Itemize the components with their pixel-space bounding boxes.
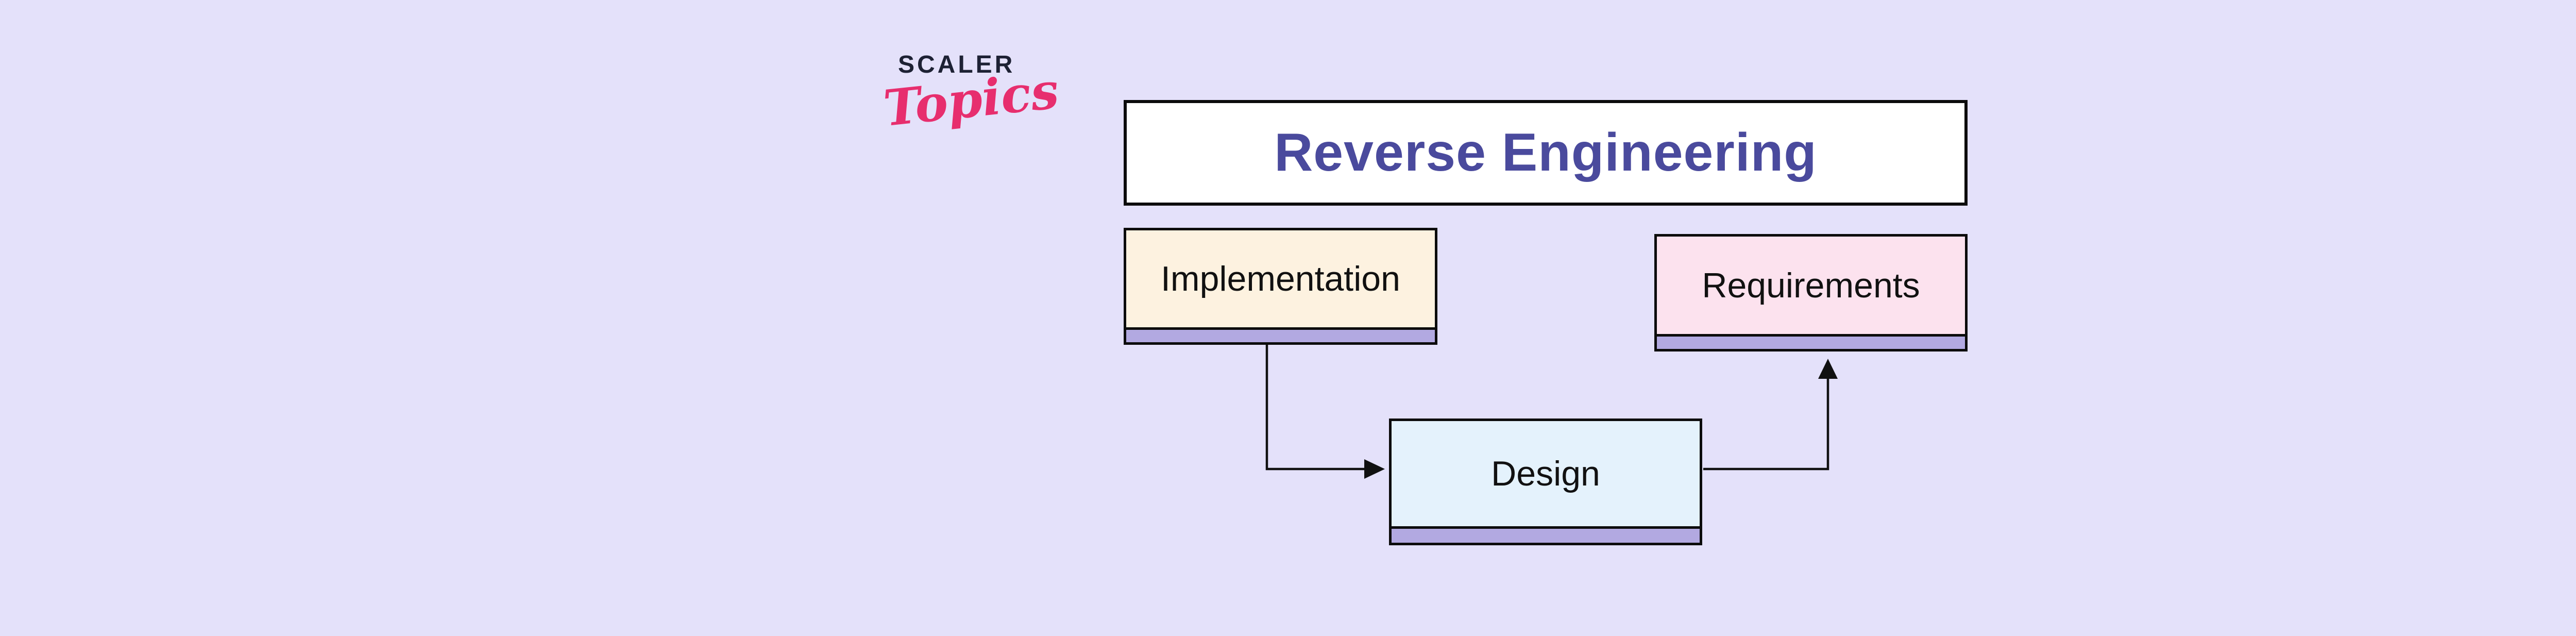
node-requirements: Requirements xyxy=(1654,234,1968,352)
node-requirements-label: Requirements xyxy=(1702,265,1920,305)
node-design-label-area: Design xyxy=(1392,421,1700,526)
node-implementation-label: Implementation xyxy=(1161,259,1400,298)
connector-line-design-to-requirements xyxy=(1703,378,1829,471)
node-design: Design xyxy=(1389,419,1702,545)
node-design-accent-strip xyxy=(1392,526,1700,543)
node-requirements-label-area: Requirements xyxy=(1657,237,1965,334)
diagram-title-box: Reverse Engineering xyxy=(1124,100,1968,206)
arrowhead-up-icon xyxy=(1818,359,1838,379)
node-implementation-accent-strip xyxy=(1126,327,1435,342)
diagram-title-text: Reverse Engineering xyxy=(1274,123,1817,182)
connector-implementation-to-design xyxy=(1265,345,1385,479)
node-implementation-label-area: Implementation xyxy=(1126,230,1435,327)
connector-design-to-requirements xyxy=(1703,359,1838,471)
scaler-topics-logo: SCALER Topics xyxy=(881,47,1061,156)
logo-brand-text: SCALER xyxy=(898,51,1015,78)
node-design-label: Design xyxy=(1491,454,1600,493)
node-requirements-accent-strip xyxy=(1657,334,1965,349)
node-implementation: Implementation xyxy=(1124,228,1437,345)
arrowhead-right-icon xyxy=(1364,459,1385,479)
connector-line-implementation-to-design xyxy=(1265,345,1365,471)
